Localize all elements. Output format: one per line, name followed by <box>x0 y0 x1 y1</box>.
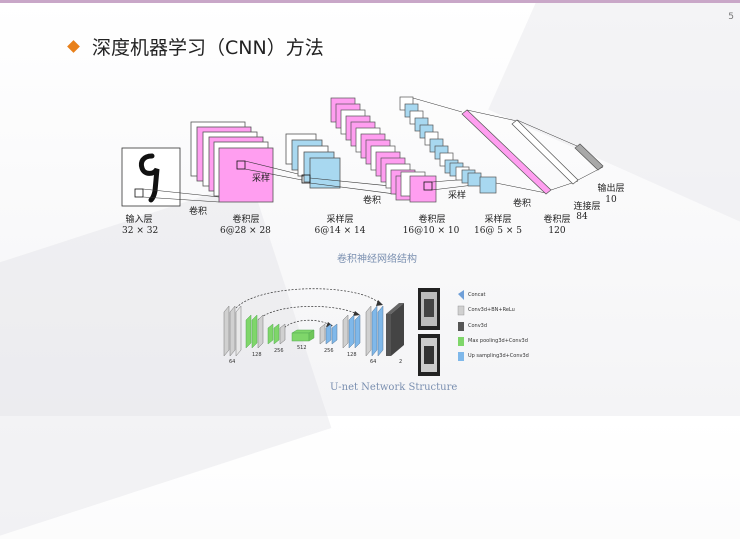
pool2-layer-label: 采样层 <box>484 215 512 225</box>
conv3-op-label: 卷积 <box>512 199 531 209</box>
legend-item: Max pooling3d+Conv3d <box>468 338 528 344</box>
unet-number: 64 <box>370 359 377 365</box>
conv2-layer-label: 卷积层 <box>418 215 446 225</box>
unet-number: 512 <box>297 345 307 351</box>
conv2-op-label: 卷积 <box>362 196 381 206</box>
pool2-feature-maps <box>399 96 497 194</box>
conv3-layer-size: 120 <box>548 226 566 236</box>
pool1-feature-maps <box>285 133 341 189</box>
unet-number: 256 <box>274 348 284 354</box>
input-layer-label: 输入层 <box>125 215 153 225</box>
pool1-layer-size: 6@14 × 14 <box>314 226 366 236</box>
conv2-feature-maps <box>330 97 437 203</box>
legend-item: Concat <box>468 292 486 298</box>
conv3-layer-label: 卷积层 <box>543 215 571 225</box>
output-layer <box>574 143 604 171</box>
conv1-layer-label: 卷积层 <box>232 215 260 225</box>
output-layer-size: 10 <box>605 195 617 205</box>
output-layer-label: 输出层 <box>597 184 625 194</box>
top-accent-bar <box>0 0 740 3</box>
legend-item: Conv3d <box>468 323 488 329</box>
pool1-layer-label: 采样层 <box>326 215 354 225</box>
unet-number: 256 <box>324 348 334 354</box>
unet-diagram <box>223 288 465 376</box>
pool2-op-label: 采样 <box>447 191 466 201</box>
unet-number: 64 <box>229 359 236 365</box>
unet-number: 128 <box>252 352 262 358</box>
unet-number: 128 <box>347 352 357 358</box>
conv1-op-label: 卷积 <box>188 207 207 217</box>
unet-number: 2 <box>399 359 403 365</box>
legend-item: Up sampling3d+Conv3d <box>468 353 529 359</box>
cnn-caption: 卷积神经网络结构 <box>337 254 417 265</box>
fc-layer-label: 连接层 <box>573 202 601 212</box>
pool1-op-label: 采样 <box>251 174 270 184</box>
conv1-feature-maps <box>190 121 274 203</box>
input-image <box>121 147 181 207</box>
unet-caption: U-net Network Structure <box>330 382 458 393</box>
conv1-layer-size: 6@28 × 28 <box>220 226 271 236</box>
page-number: 5 <box>728 12 734 22</box>
cnn-diagram <box>121 96 604 207</box>
pool2-layer-size: 16@ 5 × 5 <box>473 226 523 236</box>
legend-item: Conv3d+BN+ReLu <box>468 307 515 313</box>
fc-layer-size: 84 <box>576 212 588 222</box>
conv2-layer-size: 16@10 × 10 <box>402 226 460 236</box>
slide-title: 深度机器学习（CNN）方法 <box>92 37 324 59</box>
input-layer-size: 32 × 32 <box>122 226 159 236</box>
